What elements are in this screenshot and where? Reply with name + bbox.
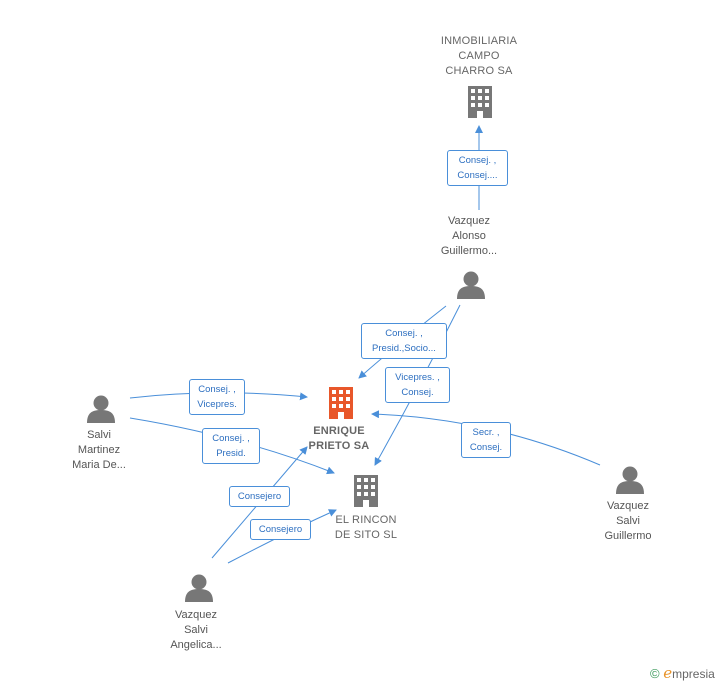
node-label-line: Salvi: [87, 429, 111, 441]
edge-label-vsa-rincon[interactable]: Consejero: [250, 519, 311, 540]
node-label-line: PRIETO SA: [308, 440, 370, 452]
node-label-rincon[interactable]: EL RINCON DE SITO SL: [316, 513, 416, 543]
node-label-vazquez-salvi-angelica[interactable]: Vazquez Salvi Angelica...: [146, 608, 246, 653]
node-label-line: ENRIQUE: [313, 425, 365, 437]
person-icon[interactable]: [457, 271, 485, 300]
edge-label-line: Consej. ,: [385, 328, 423, 339]
edge-label-sm-rincon[interactable]: Consej. , Presid.: [202, 428, 260, 464]
node-label-line: Vazquez: [448, 215, 490, 227]
edge-label-line: Consejero: [237, 491, 282, 502]
node-label-line: Salvi: [184, 624, 208, 636]
node-label-enrique[interactable]: ENRIQUE PRIETO SA: [289, 424, 389, 454]
node-label-vazquez-alonso[interactable]: Vazquez Alonso Guillermo...: [419, 214, 519, 259]
brand-logo: © empresia: [650, 664, 715, 682]
node-label-line: CHARRO SA: [445, 65, 513, 77]
node-label-line: Alonso: [452, 230, 486, 242]
node-label-line: Vazquez: [607, 500, 649, 512]
node-label-line: EL RINCON: [335, 514, 397, 526]
edge-label-line: Consej.: [401, 387, 434, 398]
edge-label-line: Consej.: [469, 442, 503, 453]
edge-label-line: Vicepres.: [197, 399, 237, 410]
node-label-line: Martinez: [77, 444, 121, 456]
node-label-line: Maria De...: [72, 459, 126, 471]
node-label-line: Salvi: [616, 515, 640, 527]
edge-label-va-enrique[interactable]: Consej. , Presid.,Socio...: [361, 323, 447, 359]
building-icon[interactable]: [468, 86, 492, 118]
node-label-vazquez-salvi-guillermo[interactable]: Vazquez Salvi Guillermo: [578, 499, 678, 544]
node-label-inmobiliaria[interactable]: INMOBILIARIA CAMPO CHARRO SA: [424, 34, 534, 79]
person-icon[interactable]: [87, 395, 115, 424]
building-icon[interactable]: [329, 387, 353, 419]
brand-e: e: [663, 664, 673, 682]
node-label-line: Guillermo...: [440, 245, 498, 257]
edge-label-line: Secr. ,: [472, 427, 500, 438]
node-label-salvi-martinez[interactable]: Salvi Martinez Maria De...: [49, 428, 149, 473]
building-icon[interactable]: [354, 475, 378, 507]
node-label-line: CAMPO: [458, 50, 500, 62]
edge-label-line: Vicepres. ,: [395, 372, 440, 383]
edge-label-line: Consej....: [457, 170, 498, 181]
node-label-line: DE SITO SL: [334, 529, 398, 541]
edge-label-line: Consejero: [258, 524, 303, 535]
node-label-line: Vazquez: [175, 609, 217, 621]
edge-label-va-inmob[interactable]: Consej. , Consej....: [447, 150, 508, 186]
node-label-line: Angelica...: [170, 639, 222, 651]
node-label-line: Guillermo: [604, 530, 652, 542]
edge-label-va-rincon[interactable]: Vicepres. , Consej.: [385, 367, 450, 403]
edge-label-vsa-enrique[interactable]: Consejero: [229, 486, 290, 507]
edge-label-line: Consej. ,: [212, 433, 250, 444]
person-icon[interactable]: [185, 574, 213, 603]
brand-name: mpresia: [672, 667, 715, 681]
edge-label-vsg-enrique[interactable]: Secr. , Consej.: [461, 422, 511, 458]
edge-label-line: Consej. ,: [198, 384, 236, 395]
edge-label-line: Presid.,Socio...: [372, 343, 436, 354]
node-label-line: INMOBILIARIA: [440, 35, 518, 47]
edge-label-line: Consej. ,: [458, 155, 497, 166]
edge-label-sm-enrique[interactable]: Consej. , Vicepres.: [189, 379, 245, 415]
person-icon[interactable]: [616, 466, 644, 495]
edge-label-line: Presid.: [216, 448, 246, 459]
copyright-symbol: ©: [650, 666, 660, 681]
